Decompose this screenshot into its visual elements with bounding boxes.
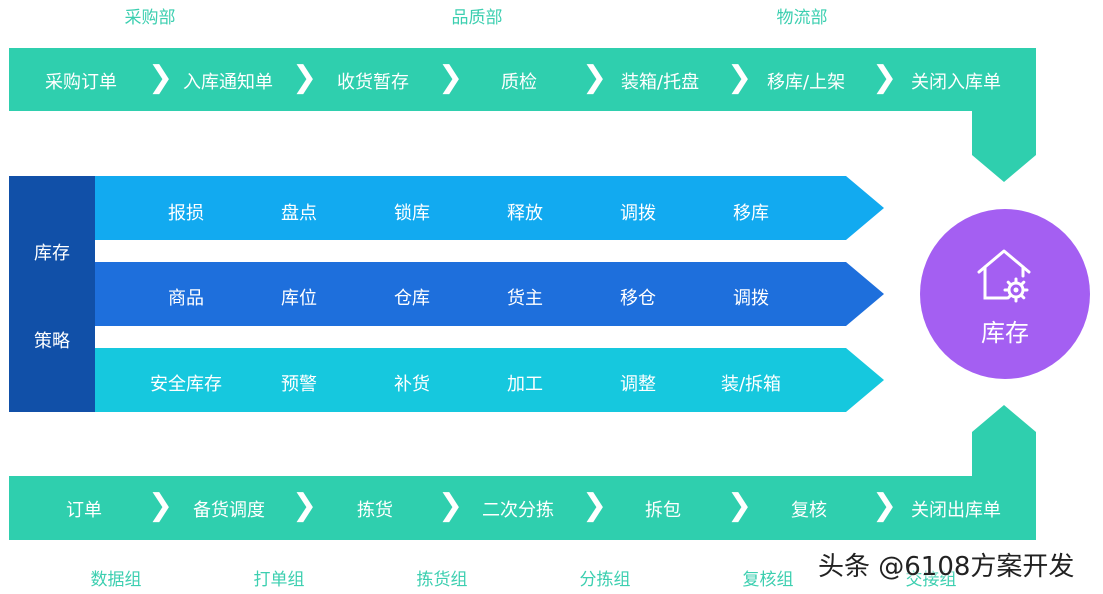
inbound-step: 关闭入库单 (911, 72, 1001, 93)
outbound-step: 备货调度 (193, 500, 265, 521)
inbound-step: 采购订单 (45, 72, 117, 93)
house-gear-icon (977, 249, 1031, 303)
chevron-right-icon: ❯ (148, 488, 174, 523)
group-data: 数据组 (90, 570, 142, 590)
strategy-box (9, 176, 95, 412)
chevron-right-icon: ❯ (292, 60, 318, 95)
chevron-right-icon: ❯ (872, 60, 898, 95)
chevron-right-icon: ❯ (292, 488, 318, 523)
dept-logistics: 物流部 (776, 8, 828, 28)
inventory-label: 库存 (981, 319, 1029, 347)
dept-quality: 品质部 (451, 8, 503, 28)
row-item: 锁库 (394, 203, 430, 224)
row-item: 移仓 (620, 288, 656, 309)
row-item: 调拨 (620, 203, 656, 224)
row-item: 盘点 (281, 203, 317, 224)
outbound-step: 关闭出库单 (911, 500, 1001, 521)
chevron-right-icon: ❯ (438, 488, 464, 523)
chevron-right-icon: ❯ (727, 488, 753, 523)
row-item: 报损 (168, 203, 204, 224)
row-arrow-3 (95, 348, 884, 412)
watermark: 头条 @6108方案开发 (818, 552, 1075, 582)
outbound-step: 二次分拣 (482, 500, 554, 521)
row-arrow-2 (95, 262, 884, 326)
row-item: 库位 (281, 288, 317, 309)
chevron-right-icon: ❯ (582, 488, 608, 523)
outbound-step: 复核 (791, 500, 827, 521)
chevron-right-icon: ❯ (727, 60, 753, 95)
row-item: 预警 (281, 374, 317, 395)
outbound-step: 订单 (66, 500, 102, 521)
inbound-band-shape (9, 48, 1036, 182)
row-item: 安全库存 (150, 374, 222, 395)
strategy-label-2: 策略 (34, 331, 70, 352)
inbound-step: 收货暂存 (337, 72, 409, 93)
outbound-step: 拣货 (357, 500, 393, 521)
row-arrow-1 (95, 176, 884, 240)
inbound-step: 装箱/托盘 (621, 72, 700, 93)
outbound-band-shape (9, 405, 1036, 540)
inbound-step: 入库通知单 (183, 72, 273, 93)
chevron-right-icon: ❯ (582, 60, 608, 95)
row-item: 加工 (507, 374, 543, 395)
row-item: 释放 (507, 203, 543, 224)
row-item: 商品 (168, 288, 204, 309)
row-item: 仓库 (394, 288, 430, 309)
group-print: 打单组 (253, 570, 305, 590)
row-item: 装/拆箱 (720, 374, 782, 395)
chevron-right-icon: ❯ (148, 60, 174, 95)
row-item: 调拨 (733, 288, 769, 309)
outbound-step: 拆包 (645, 500, 681, 521)
dept-purchasing: 采购部 (124, 8, 176, 28)
group-picking: 拣货组 (416, 570, 468, 590)
inbound-step: 移库/上架 (767, 72, 846, 93)
inventory-circle (920, 209, 1090, 379)
chevron-right-icon: ❯ (872, 488, 898, 523)
group-handover: 交接组 (905, 570, 957, 590)
inbound-step: 质检 (501, 72, 537, 93)
group-review: 复核组 (742, 570, 794, 590)
row-item: 补货 (394, 374, 430, 395)
row-item: 移库 (733, 203, 769, 224)
strategy-label-1: 库存 (34, 243, 70, 264)
chevron-right-icon: ❯ (438, 60, 464, 95)
group-sorting: 分拣组 (579, 570, 631, 590)
row-item: 货主 (507, 288, 543, 309)
row-item: 调整 (620, 374, 656, 395)
